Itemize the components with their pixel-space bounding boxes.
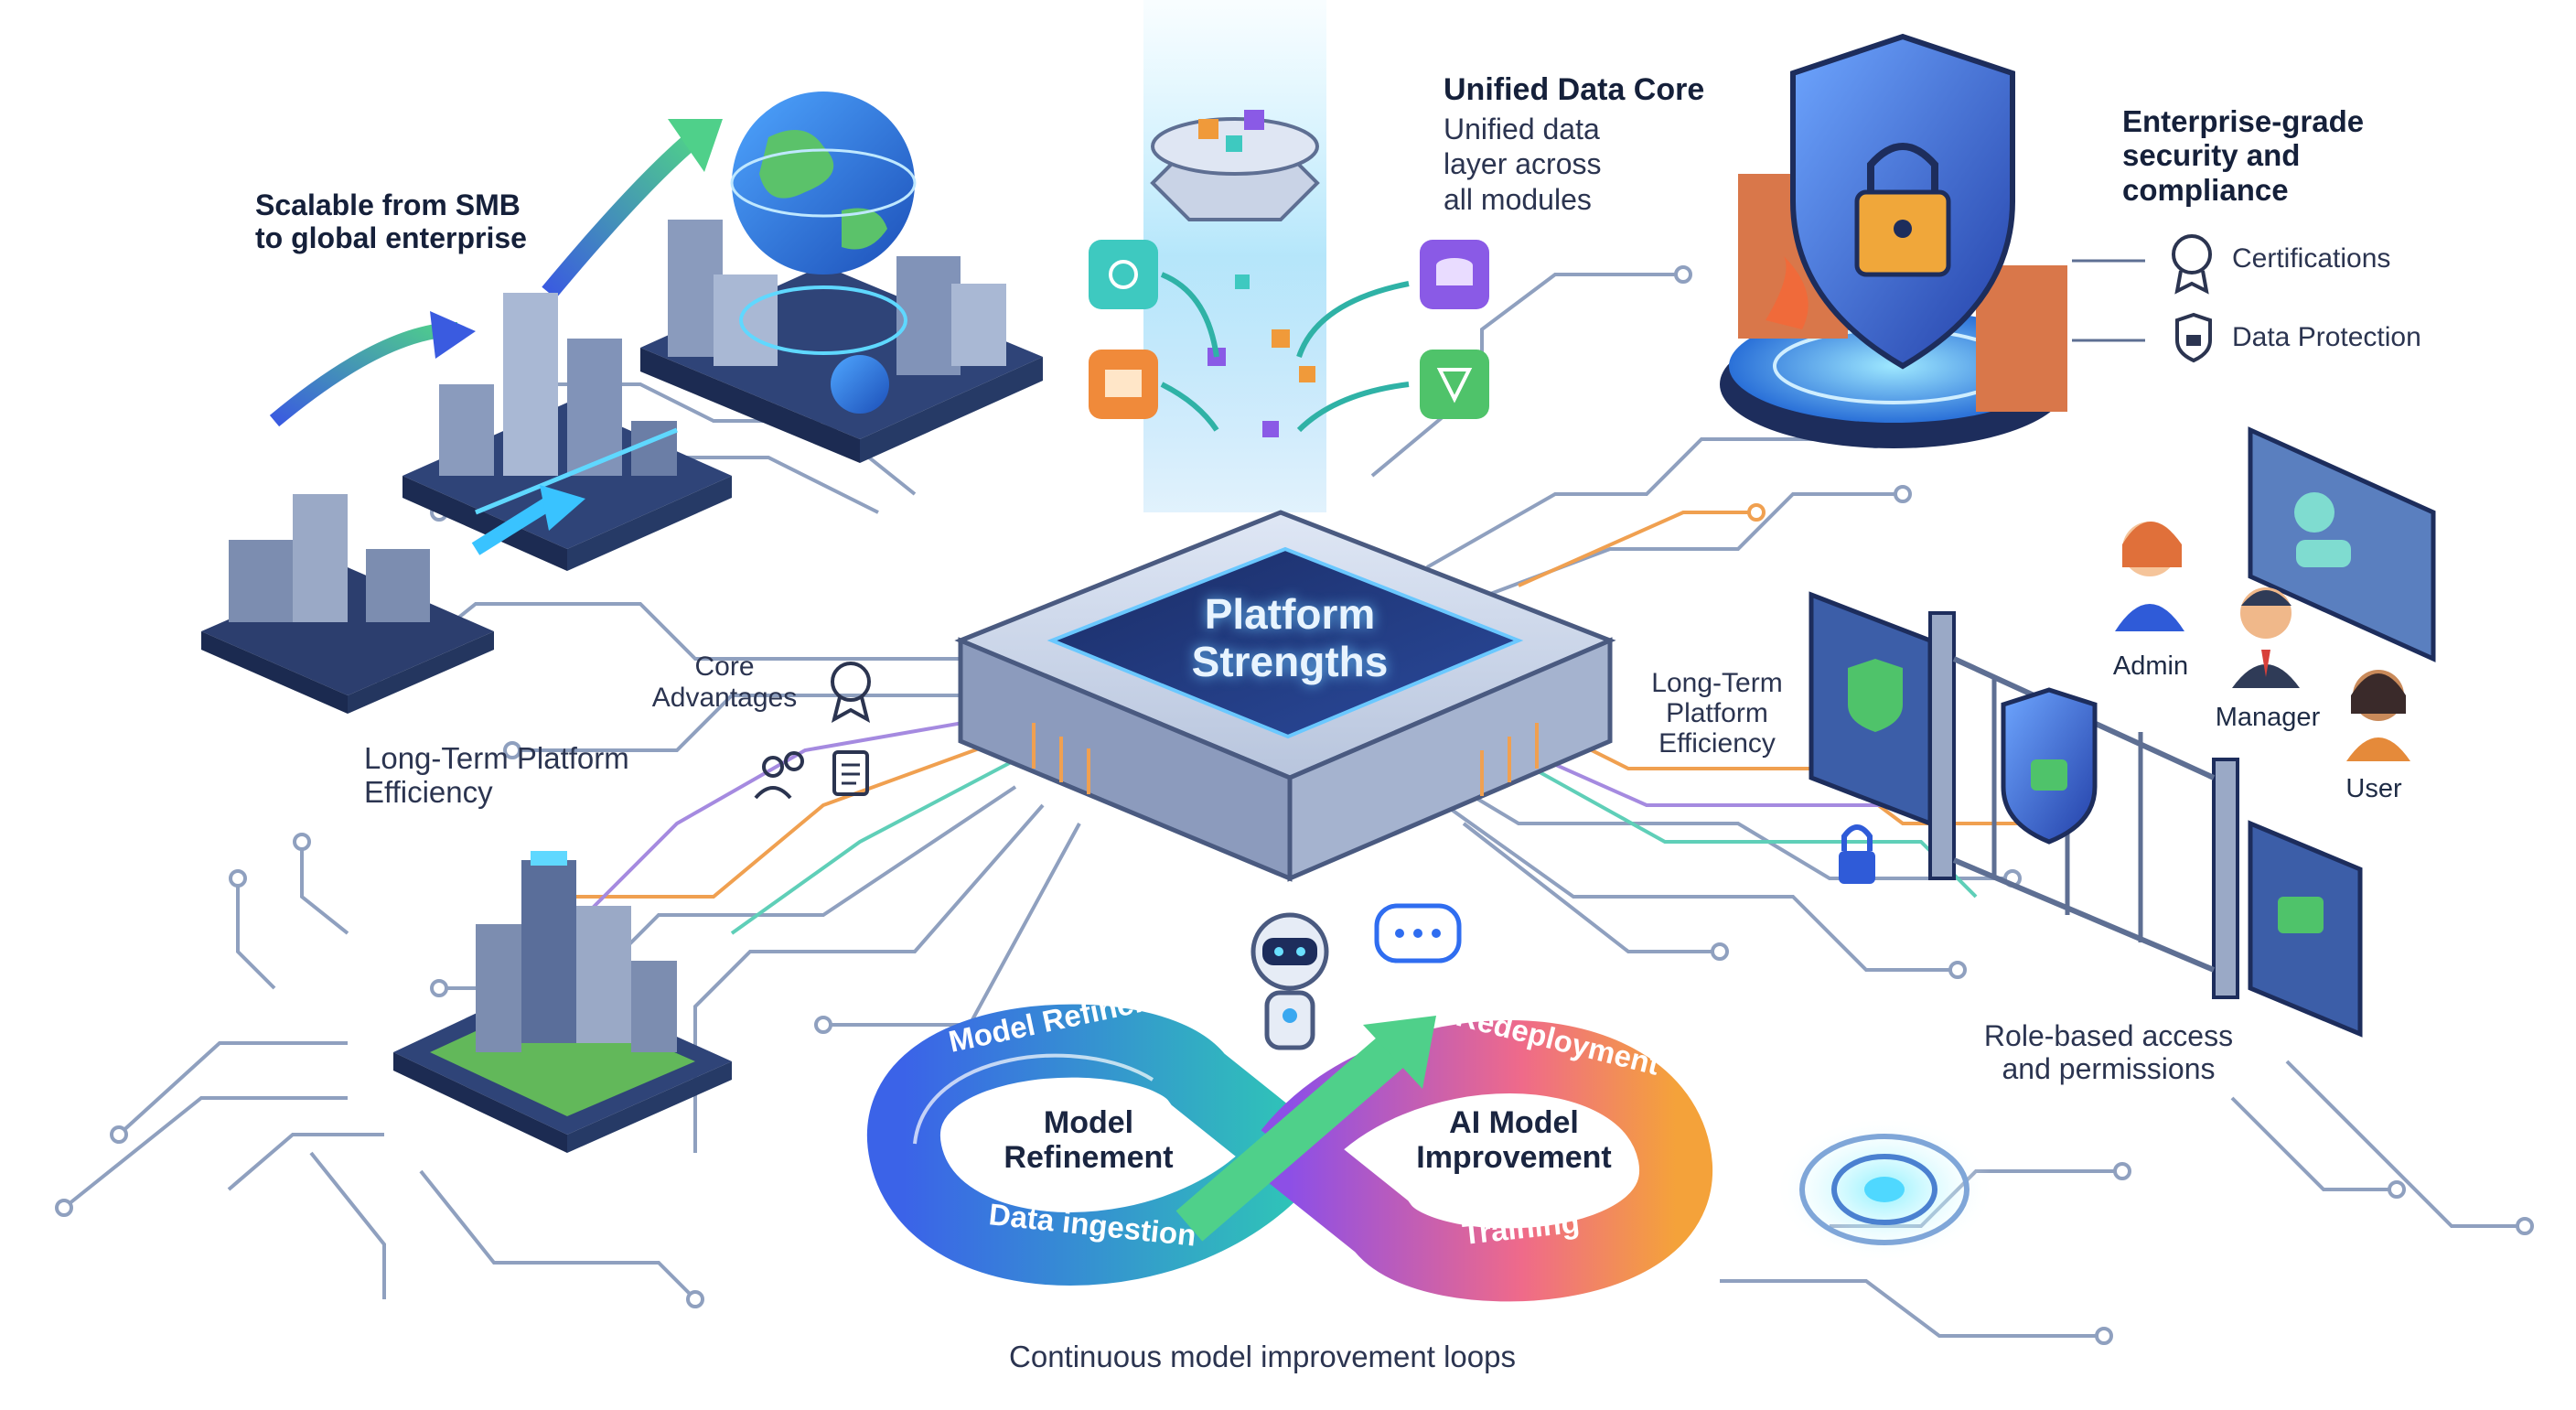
scalable-label: Scalable from SMB to global enterprise [255,188,527,255]
user-avatar [2346,670,2410,761]
certifications-label: Certifications [2232,243,2391,274]
data-core-title: Unified Data Core [1444,72,1705,107]
award-ribbon-icon [831,662,871,723]
platform-hub-chip [954,510,1616,882]
enterprise-security-illustration [1720,33,2145,448]
data-core-body: Unified data layer across all modules [1444,113,1602,216]
role-access-label: Role-based access and permissions [1983,1019,2234,1086]
loop-left-center-label: Model Refinement [1004,1105,1174,1176]
manager-label: Manager [2215,703,2321,732]
team-icon [754,751,804,800]
data-protection-label: Data Protection [2232,322,2421,352]
efficiency-right-label: Long-Term Platform Efficiency [1651,668,1783,759]
admin-label: Admin [2112,651,2189,681]
core-advantages-label: Core Advantages [651,651,798,713]
unified-data-core-illustration [1089,0,1489,512]
loop-caption: Continuous model improvement loops [1009,1340,1516,1373]
certification-badge-icon [2172,234,2212,295]
efficiency-city-illustration [393,851,732,1153]
security-title: Enterprise-grade security and compliance [2122,104,2365,207]
manager-avatar [2232,587,2300,688]
document-list-icon [832,750,869,796]
continuous-improvement-loop [867,903,1712,1302]
hub-title: Platform Strengths [1191,590,1389,685]
target-rings-icon [1775,1116,1994,1263]
shield-lock-icon [2175,312,2212,363]
admin-avatar [2115,522,2184,631]
loop-right-center-label: AI Model Improvement [1416,1105,1612,1176]
efficiency-left-label: Long-Term Platform Efficiency [364,741,629,810]
role-avatars [2115,522,2410,761]
user-label: User [2345,774,2402,803]
scalable-growth-illustration [201,91,1043,714]
role-based-access-illustration [1809,426,2436,1038]
